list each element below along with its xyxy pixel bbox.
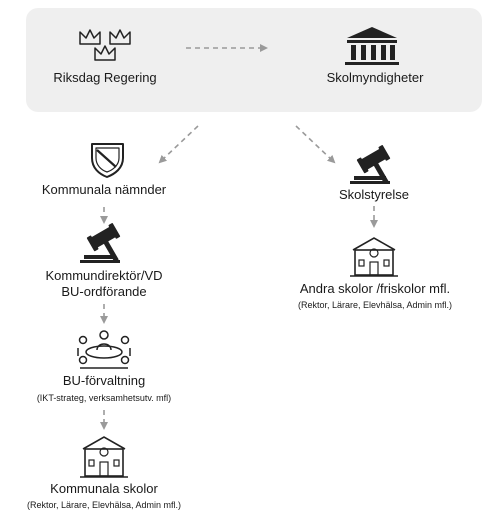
- gavel-icon-right: [350, 145, 391, 185]
- sublabel-kommunala-skolor: (Rektor, Lärare, Elevhälsa, Admin mfl.): [26, 500, 182, 510]
- government-building-icon: [345, 27, 399, 65]
- label-kommunala-namnder: Kommunala nämnder: [41, 182, 167, 197]
- shield-icon: [91, 143, 124, 178]
- label-bu-ordforande: BU-ordförande: [61, 284, 147, 299]
- meeting-icon: [77, 330, 131, 369]
- sublabel-andra-skolor: (Rektor, Lärare, Elevhälsa, Admin mfl.): [297, 300, 453, 310]
- arrow-top-to-skolstyrelse: [295, 125, 336, 164]
- label-skolstyrelse: Skolstyrelse: [338, 187, 410, 202]
- crowns-icon: [79, 29, 131, 61]
- label-skolmyndigheter: Skolmyndigheter: [326, 70, 424, 85]
- gavel-icon-left: [80, 223, 121, 263]
- school-icon-left: [80, 436, 128, 478]
- label-kommundirektor: Kommundirektör/VD: [45, 268, 163, 283]
- label-bu-forvaltning: BU-förvaltning: [62, 373, 146, 388]
- arrow-top-to-kommunala-namnder: [158, 125, 199, 164]
- label-kommunala-skolor: Kommunala skolor: [50, 481, 158, 496]
- label-andra-skolor: Andra skolor /friskolor mfl.: [299, 281, 451, 296]
- sublabel-bu-forvaltning: (IKT-strateg, verksamhetsutv. mfl): [36, 393, 172, 403]
- school-icon-right: [350, 237, 398, 277]
- label-riksdag-regering: Riksdag Regering: [53, 70, 157, 85]
